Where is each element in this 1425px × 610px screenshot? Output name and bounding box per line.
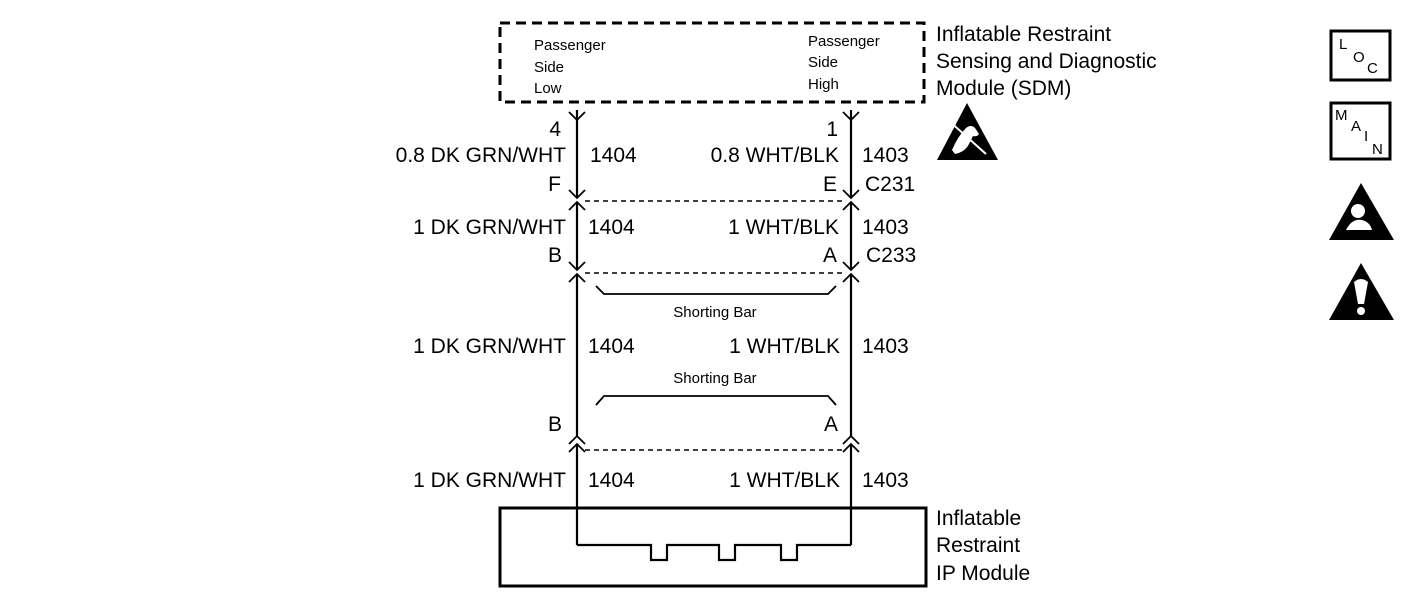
shorting-bar-1: [595, 285, 837, 295]
c233-name: C233: [866, 244, 916, 267]
sdm-title-line-3: Module (SDM): [936, 77, 1071, 100]
c231-terminal-left-top: [568, 189, 586, 200]
seg2-left-wire: 1 DK GRN/WHT: [413, 216, 566, 239]
sdm-module-box: [498, 21, 926, 104]
c233-terminal-left-top: [568, 261, 586, 272]
c231-terminal-right-top: [842, 189, 860, 200]
c233-pin-left: B: [548, 244, 562, 267]
lower-terminal-right-top: [842, 434, 860, 445]
ip-module-title-line-1: Inflatable: [936, 507, 1021, 530]
airbag-warning-icon[interactable]: [1329, 183, 1394, 240]
shorting-bar-2: [595, 395, 837, 406]
seg2-left-circuit: 1404: [588, 216, 635, 239]
ip-module-title-line-3: IP Module: [936, 562, 1030, 585]
seg2-right-circuit: 1403: [862, 216, 909, 239]
seg4-right-wire: 1 WHT/BLK: [729, 469, 840, 492]
main-icon[interactable]: M A I N: [1329, 101, 1392, 161]
svg-text:M: M: [1335, 107, 1348, 124]
c231-pin-right: E: [823, 173, 837, 196]
svg-text:I: I: [1364, 128, 1368, 145]
c233-pin-right: A: [823, 244, 837, 267]
loc-icon[interactable]: L O C: [1329, 29, 1392, 82]
seg4-left-wire: 1 DK GRN/WHT: [413, 469, 566, 492]
lower-pin-right: A: [824, 413, 838, 436]
caution-icon[interactable]: [1329, 263, 1394, 320]
ip-module-title-line-2: Restraint: [936, 534, 1020, 557]
seg1-right-circuit: 1403: [862, 144, 909, 167]
lower-terminal-left-top: [568, 434, 586, 445]
lower-pin-left: B: [548, 413, 562, 436]
svg-text:N: N: [1372, 141, 1383, 158]
c231-name: C231: [865, 173, 915, 196]
seg3-left-circuit: 1404: [588, 335, 635, 358]
ip-module-internal-circuit: [577, 543, 851, 562]
sdm-right-pin-label-1: Passenger: [808, 33, 880, 50]
seg3-left-wire: 1 DK GRN/WHT: [413, 335, 566, 358]
sdm-terminal-right: [842, 111, 860, 122]
svg-text:A: A: [1351, 118, 1361, 135]
esd-sensitive-icon: [937, 103, 998, 160]
sdm-right-pin-label-3: High: [808, 76, 839, 93]
seg1-right-wire: 0.8 WHT/BLK: [711, 144, 839, 167]
sdm-right-pin-label-2: Side: [808, 54, 838, 71]
seg1-left-wire: 0.8 DK GRN/WHT: [396, 144, 567, 167]
sdm-left-pin-label-1: Passenger: [534, 37, 606, 54]
sdm-pin-right: 1: [826, 118, 838, 141]
svg-text:L: L: [1339, 36, 1347, 53]
seg1-left-circuit: 1404: [590, 144, 637, 167]
sdm-title-line-2: Sensing and Diagnostic: [936, 50, 1157, 73]
svg-text:C: C: [1367, 60, 1378, 77]
sdm-title-line-1: Inflatable Restraint: [936, 23, 1111, 46]
svg-text:O: O: [1353, 49, 1365, 66]
c233-terminal-right-top: [842, 261, 860, 272]
sdm-pin-left: 4: [549, 118, 561, 141]
sdm-terminal-left: [568, 111, 586, 122]
seg3-right-wire: 1 WHT/BLK: [729, 335, 840, 358]
sdm-left-pin-label-3: Low: [534, 80, 562, 97]
c231-pin-left: F: [548, 173, 561, 196]
shorting-bar-label-2: Shorting Bar: [673, 370, 756, 387]
seg4-right-circuit: 1403: [862, 469, 909, 492]
shorting-bar-label-1: Shorting Bar: [673, 304, 756, 321]
seg3-right-circuit: 1403: [862, 335, 909, 358]
sdm-left-pin-label-2: Side: [534, 59, 564, 76]
ip-module-box: [498, 506, 928, 588]
seg4-left-circuit: 1404: [588, 469, 635, 492]
seg2-right-wire: 1 WHT/BLK: [728, 216, 839, 239]
